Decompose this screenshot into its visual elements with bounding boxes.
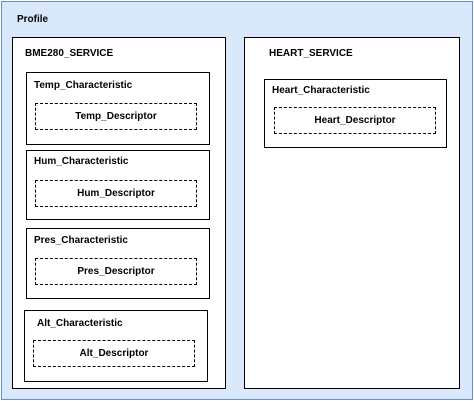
descriptor-alt: Alt_Descriptor <box>33 340 195 367</box>
characteristic-name: Pres_Characteristic <box>34 235 128 246</box>
descriptor-temp: Temp_Descriptor <box>35 103 197 130</box>
descriptor-heart: Heart_Descriptor <box>274 107 436 134</box>
service-name: HEART_SERVICE <box>269 48 353 59</box>
characteristic-name: Heart_Characteristic <box>272 85 370 96</box>
characteristic-name: Hum_Characteristic <box>34 156 129 167</box>
descriptor-hum: Hum_Descriptor <box>35 180 197 207</box>
service-name: BME280_SERVICE <box>25 48 114 59</box>
profile-label: Profile <box>17 14 49 25</box>
characteristic-name: Alt_Characteristic <box>37 318 123 329</box>
descriptor-pres: Pres_Descriptor <box>35 258 197 285</box>
characteristic-name: Temp_Characteristic <box>34 80 133 91</box>
